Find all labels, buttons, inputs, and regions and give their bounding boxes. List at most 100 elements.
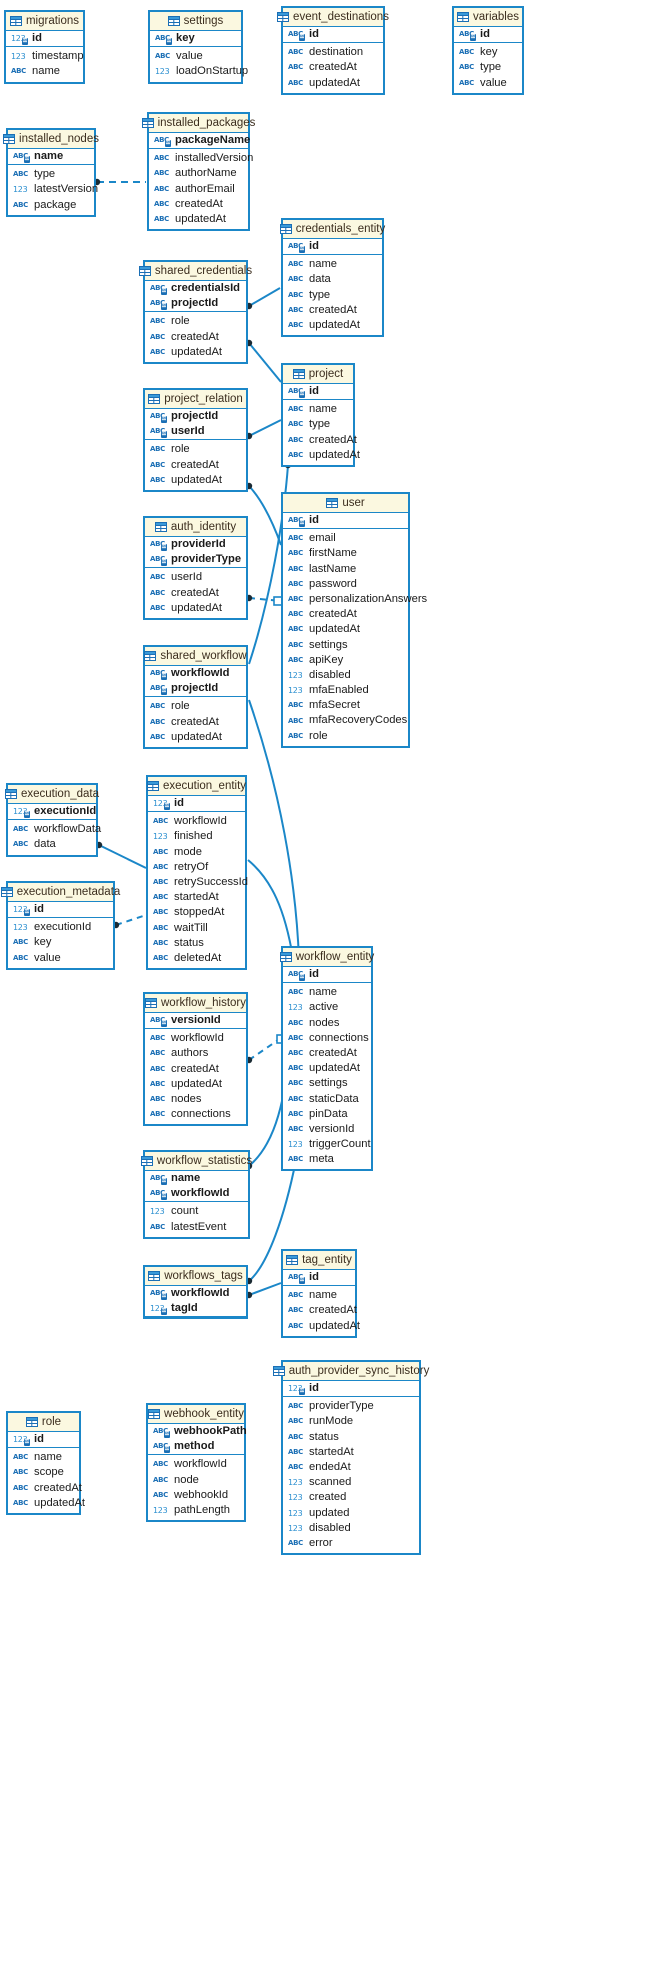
column-pk-id[interactable]: 123⚿id <box>283 1381 419 1396</box>
column-pk-credentialsId[interactable]: ABC⚿credentialsId <box>145 281 246 296</box>
column-pk-workflowId[interactable]: ABC⚿workflowId <box>145 1186 248 1201</box>
column-pk-id[interactable]: ABC⚿id <box>283 239 382 254</box>
table-header-auth_identity[interactable]: auth_identity <box>145 518 246 537</box>
table-header-event_destinations[interactable]: event_destinations <box>277 8 389 27</box>
column-pk-versionId[interactable]: ABC⚿versionId <box>145 1013 246 1028</box>
table-header-tag_entity[interactable]: tag_entity <box>283 1251 355 1270</box>
table-header-shared_workflow[interactable]: shared_workflow <box>144 647 247 666</box>
table-header-migrations[interactable]: migrations <box>6 12 83 31</box>
table-header-installed_packages[interactable]: installed_packages <box>141 114 255 133</box>
table-header-shared_credentials[interactable]: shared_credentials <box>138 262 252 281</box>
column-pk-id[interactable]: 123⚿id <box>148 796 245 811</box>
column-pk-id[interactable]: ABC⚿id <box>283 513 408 528</box>
table-header-installed_nodes[interactable]: installed_nodes <box>3 130 99 149</box>
table-header-project_relation[interactable]: project_relation <box>145 390 246 409</box>
table-header-webhook_entity[interactable]: webhook_entity <box>148 1405 244 1424</box>
column-pk-executionId[interactable]: 123⚿executionId <box>8 804 96 819</box>
table-header-role[interactable]: role <box>8 1413 79 1432</box>
table-header-project[interactable]: project <box>283 365 353 384</box>
table-header-workflow_history[interactable]: workflow_history <box>145 994 246 1013</box>
column-pk-id[interactable]: 123⚿id <box>8 902 113 917</box>
column-pk-workflowId[interactable]: ABC⚿workflowId <box>145 1286 246 1301</box>
table-header-execution_metadata[interactable]: execution_metadata <box>0 883 120 902</box>
table-header-settings[interactable]: settings <box>150 12 241 31</box>
column-pk-key[interactable]: ABC⚿key <box>150 31 241 46</box>
column-pk-method[interactable]: ABC⚿method <box>148 1439 244 1454</box>
table-header-workflow_entity[interactable]: workflow_entity <box>279 948 374 967</box>
column-pk-id[interactable]: 123⚿id <box>6 31 83 46</box>
table-header-user[interactable]: user <box>283 494 408 513</box>
column-pk-projectId[interactable]: ABC⚿projectId <box>145 409 246 424</box>
column-pk-webhookPath[interactable]: ABC⚿webhookPath <box>148 1424 247 1439</box>
